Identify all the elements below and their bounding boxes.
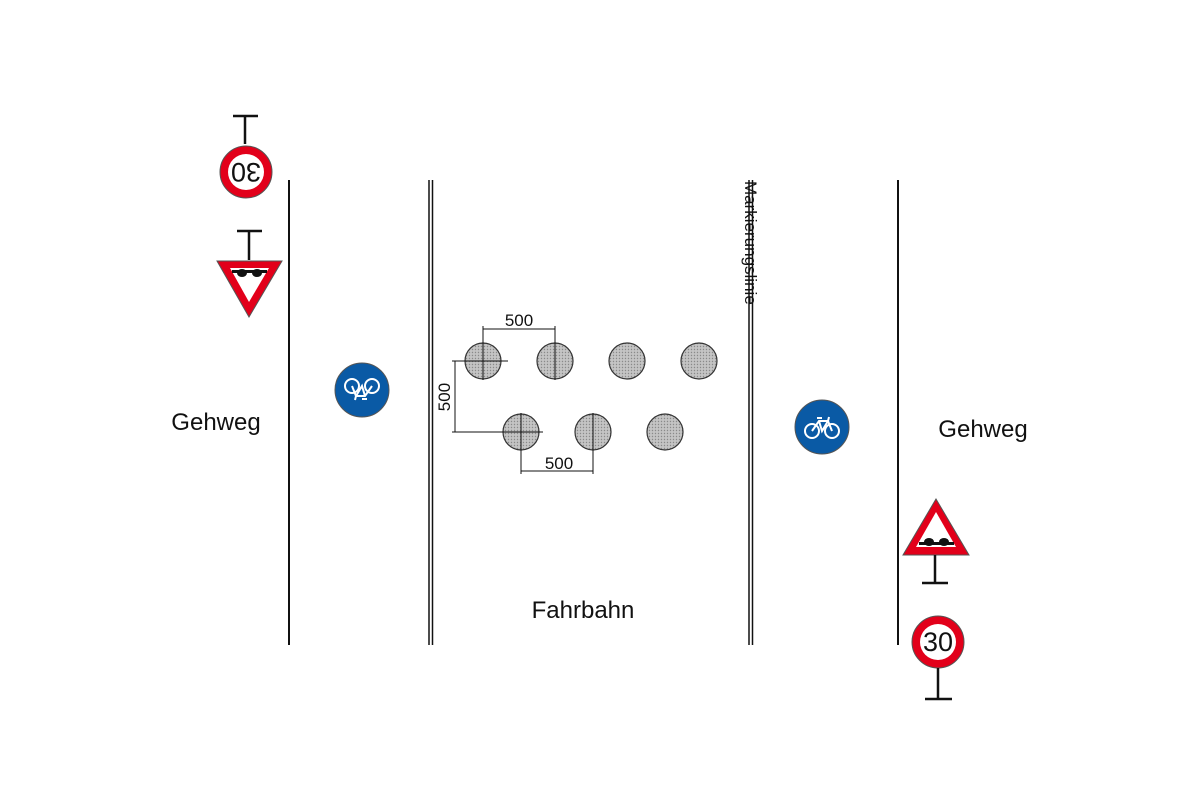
speed-bumps [464,342,718,451]
bicycle-path-sign-right [794,399,850,455]
bump-symbol-icon [919,538,954,546]
speed-limit-sign-left: 30 [219,114,273,199]
right-sidewalk-label: Gehweg [938,416,1027,443]
road-label: Fahrbahn [532,597,635,624]
marking-line-label: Markierungslinie [741,181,760,305]
top-spacing-dimension: 500 [505,311,533,330]
bottom-spacing-dimension: 500 [545,454,573,473]
bicycle-icon [804,416,840,439]
bicycle-icon [344,378,380,401]
speed-limit-sign-right: 30 [911,615,965,701]
speed-limit-value: 30 [231,157,261,187]
row-spacing-dimension: 500 [435,383,454,411]
boundary-lines [288,180,899,645]
dimension-lines [452,326,594,474]
left-sidewalk-label: Gehweg [171,409,260,436]
speed-bump [680,342,718,380]
speed-bump-warning-sign-right [902,498,970,585]
speed-bump-warning-sign-left [216,229,283,318]
speed-bump [646,413,684,451]
speed-bump [608,342,646,380]
bump-symbol-icon [232,269,267,277]
bicycle-path-sign-left [334,362,390,418]
speed-limit-value: 30 [923,627,953,657]
